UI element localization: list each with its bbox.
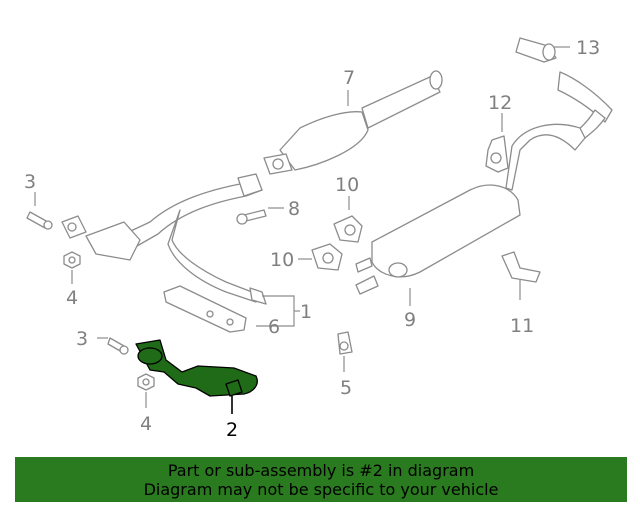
hanger-bracket-10-upper[interactable] <box>333 215 363 243</box>
bracket-5[interactable] <box>337 331 353 355</box>
front-pipe-assembly[interactable] <box>85 173 267 305</box>
callout-11: 11 <box>510 315 534 337</box>
nut-4-lower[interactable] <box>137 373 155 391</box>
flange-gasket-upper[interactable] <box>61 215 87 239</box>
callout-6: 6 <box>268 316 280 338</box>
callout-9: 9 <box>404 309 416 331</box>
catalytic-converter-highlighted[interactable] <box>135 339 258 397</box>
callout-12: 12 <box>488 92 512 114</box>
heat-shield[interactable] <box>163 285 247 333</box>
callout-1: 1 <box>300 301 312 323</box>
callout-4-upper: 4 <box>66 287 78 309</box>
leader-lines <box>34 46 570 414</box>
callout-8: 8 <box>288 198 300 220</box>
hanger-bracket-12[interactable] <box>485 135 509 173</box>
tail-pipe[interactable] <box>505 71 613 191</box>
callout-13: 13 <box>576 37 600 59</box>
banner-line-1: Part or sub-assembly is #2 in diagram <box>167 461 475 480</box>
stud-3-lower[interactable] <box>107 337 129 355</box>
muffler[interactable] <box>355 184 521 295</box>
callout-2: 2 <box>226 419 238 441</box>
hanger-bracket-10-lower[interactable] <box>311 243 343 271</box>
exhaust-tip[interactable] <box>515 37 557 63</box>
callout-3-lower: 3 <box>76 328 88 350</box>
notice-banner: Part or sub-assembly is #2 in diagram Di… <box>15 457 627 502</box>
callout-10-upper: 10 <box>335 174 359 196</box>
callout-4-lower: 4 <box>140 413 152 435</box>
callout-7: 7 <box>343 67 355 89</box>
stud-3-upper[interactable] <box>26 211 53 230</box>
resonator-pipe[interactable] <box>263 70 443 175</box>
banner-line-2: Diagram may not be specific to your vehi… <box>143 480 499 499</box>
nut-4-upper[interactable] <box>63 251 81 269</box>
bolt-8[interactable] <box>236 209 267 225</box>
callout-10-lower: 10 <box>270 249 294 271</box>
callout-5: 5 <box>340 377 352 399</box>
callout-3-upper: 3 <box>24 171 36 193</box>
bracket-11[interactable] <box>501 251 541 283</box>
